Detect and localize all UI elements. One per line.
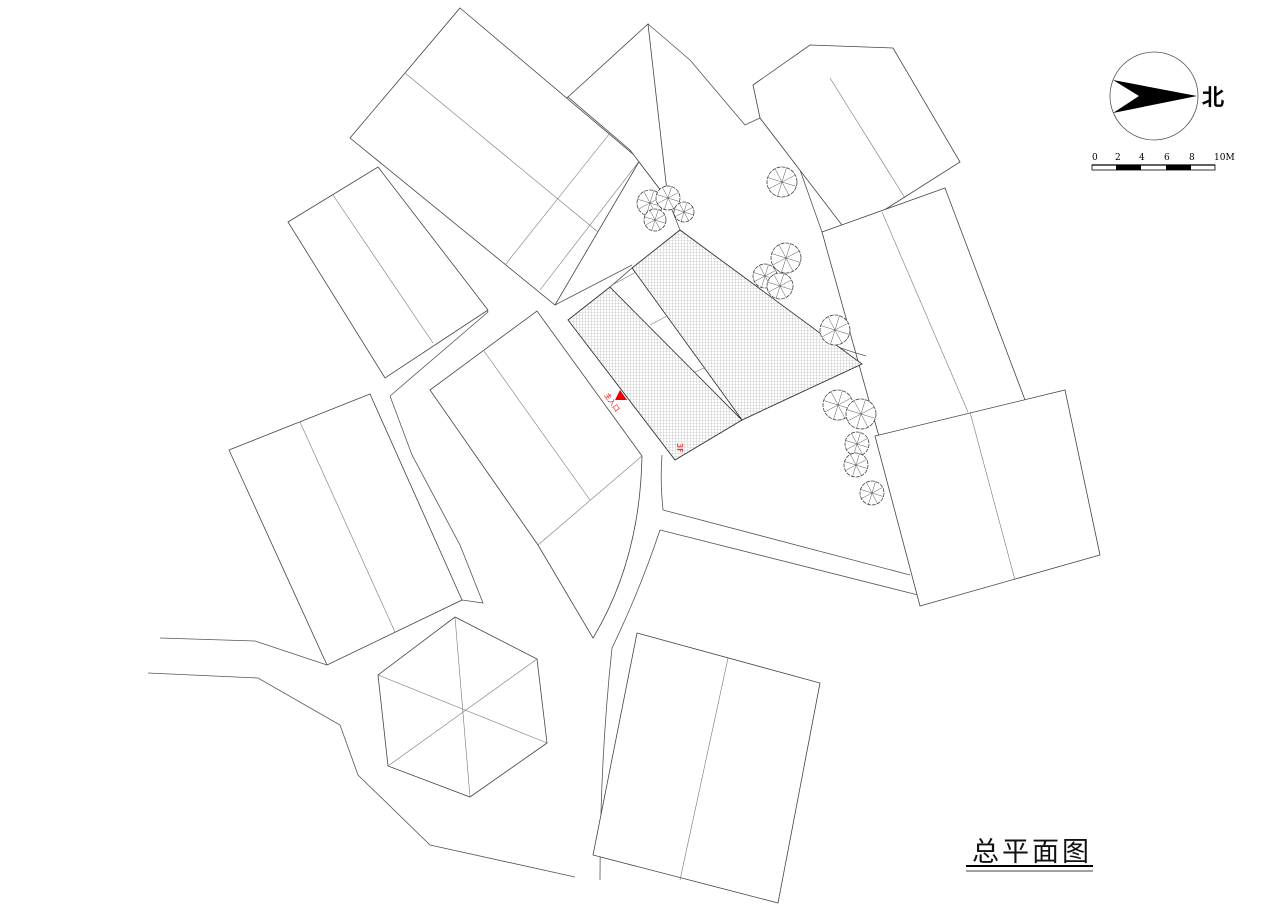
- scale-label: 0: [1092, 153, 1098, 163]
- tree-icon: [822, 389, 854, 421]
- north-arrow-icon: [1109, 51, 1199, 141]
- tree-icon: [843, 452, 869, 478]
- scale-label: 2: [1115, 153, 1121, 163]
- floor-label: 3F: [675, 443, 684, 453]
- tree-icon: [844, 431, 870, 457]
- drawing-title: 总平面图: [972, 837, 1092, 868]
- tree-icon: [643, 208, 667, 232]
- tree-icon: [770, 242, 802, 274]
- trees: [636, 166, 885, 506]
- building-left-middle: [287, 166, 489, 379]
- scale-label: 10M: [1214, 153, 1235, 163]
- building-right-lower: [874, 389, 1101, 607]
- building-top-right: [752, 44, 961, 234]
- scale-label: 8: [1189, 153, 1195, 163]
- building-left: [228, 393, 463, 666]
- north-label: 北: [1202, 86, 1225, 111]
- main-building: [567, 229, 867, 461]
- tree-icon: [655, 185, 681, 211]
- tree-icon: [766, 166, 798, 198]
- entrance-triangle-icon: [615, 390, 627, 400]
- title-underline: [966, 865, 1093, 872]
- building-top: [349, 7, 641, 306]
- building-bottom: [592, 632, 821, 904]
- tree-icon: [673, 201, 695, 223]
- scale-label: 6: [1164, 153, 1170, 163]
- tree-icon: [845, 398, 877, 430]
- building-center: [429, 310, 643, 639]
- scale-label: 4: [1139, 153, 1145, 163]
- scale-bar: [1091, 164, 1216, 171]
- pavilion-hexagon: [377, 616, 548, 798]
- tree-icon: [859, 480, 885, 506]
- tree-icon: [766, 272, 794, 300]
- tree-icon: [819, 314, 851, 346]
